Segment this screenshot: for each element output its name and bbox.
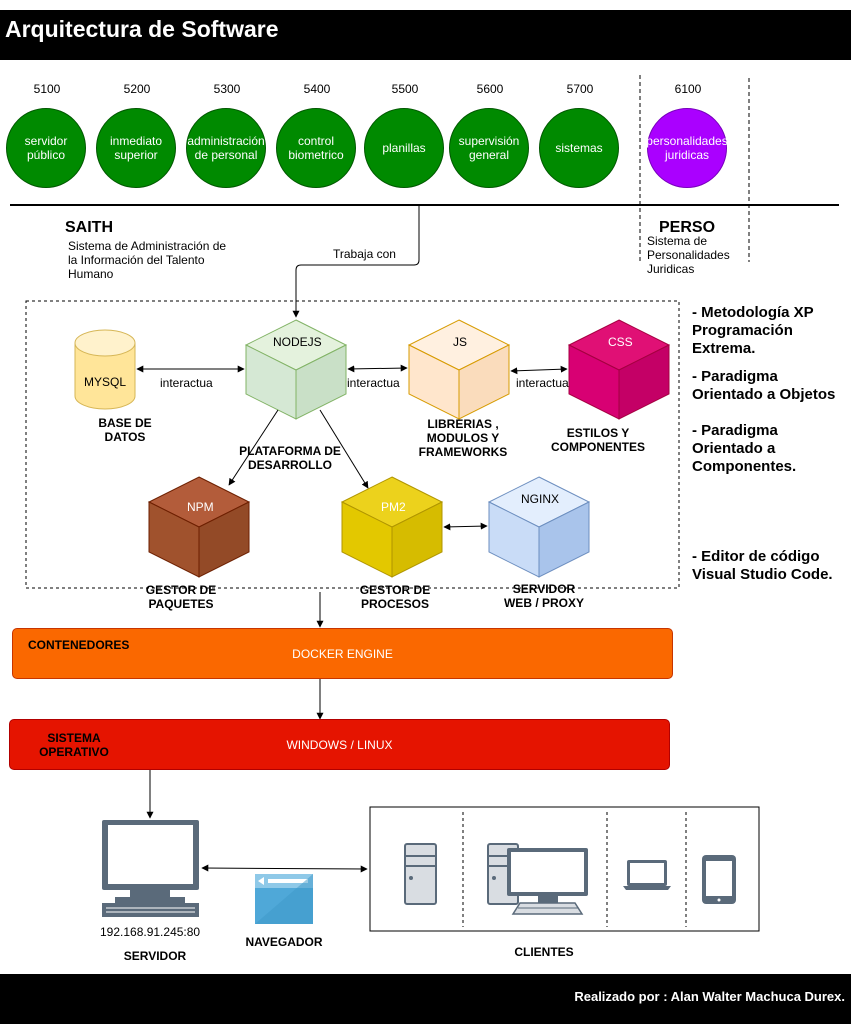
nodejs-npm-edge: [228, 409, 279, 486]
nginx-cube-icon: [487, 476, 591, 578]
nodejs-label: NODEJS: [273, 335, 322, 349]
department-name: personalidades juridicas: [646, 134, 728, 162]
department-code: 6100: [674, 82, 702, 96]
department-circle: personalidades juridicas: [646, 108, 728, 188]
nginx-caption: SERVIDOR WEB / PROXY: [503, 582, 584, 610]
department-code: 5100: [33, 82, 61, 96]
department-name: sistemas: [555, 141, 603, 155]
saith-description: Sistema de Administración de la Informac…: [68, 239, 227, 281]
department-code: 5300: [213, 82, 241, 96]
js-cube-icon: [407, 319, 511, 420]
note-objetos: - Paradigma Orientado a Objetos: [692, 368, 836, 403]
docker-engine-bar: DOCKER ENGINE: [12, 628, 673, 679]
note-componentes: - Paradigma Orientado a Componentes.: [692, 422, 797, 475]
department-circle: administración de personal: [186, 108, 266, 188]
footer-bar: [0, 974, 851, 1024]
os-label: SISTEMA OPERATIVO: [39, 731, 109, 759]
perso-title: PERSO: [659, 219, 716, 236]
mysql-caption: BASE DE DATOS: [98, 416, 152, 444]
nodejs-caption: PLATAFORMA DE DESARROLLO: [239, 444, 341, 472]
interactua-label: interactua: [160, 376, 213, 390]
note-editor: - Editor de código Visual Studio Code.: [692, 548, 833, 583]
js-label: JS: [453, 335, 468, 349]
page-title: Arquitectura de Software: [5, 16, 279, 42]
department-name: inmediato superior: [109, 134, 163, 162]
tower-pc-icon: [404, 843, 437, 905]
department-circle: control biometrico: [276, 108, 356, 188]
department-name: administración de personal: [187, 134, 265, 162]
pm2-cube-icon: [340, 476, 444, 578]
docker-engine-name: DOCKER ENGINE: [292, 646, 393, 661]
pm2-label: PM2: [381, 500, 406, 514]
perso-description: Sistema de Personalidades Juridicas: [647, 234, 730, 276]
nginx-label: NGINX: [521, 492, 560, 506]
mysql-label: MYSQL: [84, 375, 127, 389]
department-circle: inmediato superior: [96, 108, 176, 188]
trabaja-con-connector: [292, 205, 420, 318]
server-label: SERVIDOR: [123, 949, 187, 963]
os-bar: WINDOWS / LINUX: [9, 719, 670, 770]
interactua-label: interactua: [347, 376, 400, 390]
desktop-pc-icon: [487, 843, 588, 915]
laptop-icon: [623, 860, 671, 890]
department-circle: servidor público: [6, 108, 86, 188]
department-name: supervisión general: [458, 134, 520, 162]
trabaja-con-label: Trabaja con: [333, 247, 396, 261]
js-caption: LIBRERIAS , MODULOS Y FRAMEWORKS: [418, 417, 508, 459]
saith-title: SAITH: [65, 219, 113, 236]
docker-label: CONTENEDORES: [28, 638, 130, 652]
npm-caption: GESTOR DE PAQUETES: [145, 583, 217, 611]
nodejs-pm2-edge: [319, 409, 369, 489]
footer-credit: Realizado por : Alan Walter Machuca Dure…: [574, 989, 845, 1004]
department-name: control biometrico: [288, 134, 344, 162]
os-name: WINDOWS / LINUX: [286, 737, 393, 752]
browser-label: NAVEGADOR: [245, 935, 323, 949]
browser-icon: [255, 874, 313, 924]
title-bar: [0, 10, 851, 60]
department-code: 5700: [566, 82, 594, 96]
css-label: CSS: [608, 335, 633, 349]
department-code: 5500: [391, 82, 419, 96]
js-css-edge: [510, 365, 568, 375]
server-ip: 192.168.91.245:80: [100, 925, 201, 939]
department-name: servidor público: [24, 134, 68, 162]
interactua-label: interactua: [516, 376, 569, 390]
department-code: 5600: [476, 82, 504, 96]
server-monitor-icon: [102, 820, 199, 917]
department-circle: planillas: [364, 108, 444, 188]
department-code: 5400: [303, 82, 331, 96]
tablet-icon: [702, 855, 736, 904]
department-code: 5200: [123, 82, 151, 96]
mysql-database-icon: [74, 329, 136, 410]
pm2-nginx-edge: [443, 522, 488, 531]
npm-label: NPM: [187, 500, 214, 514]
department-circle: supervisión general: [449, 108, 529, 188]
note-xp: - Metodología XP Programación Extrema.: [692, 304, 814, 357]
architecture-container: [25, 300, 680, 589]
css-caption: ESTILOS Y COMPONENTES: [550, 426, 645, 454]
department-circle: sistemas: [539, 108, 619, 188]
clients-label: CLIENTES: [514, 945, 574, 959]
npm-cube-icon: [147, 476, 251, 578]
nodejs-js-edge: [347, 364, 408, 373]
server-clients-edge: [201, 864, 368, 873]
nodejs-cube-icon: [244, 319, 348, 420]
department-name: planillas: [382, 141, 426, 155]
css-cube-icon: [567, 319, 671, 420]
pm2-caption: GESTOR DE PROCESOS: [359, 583, 431, 611]
